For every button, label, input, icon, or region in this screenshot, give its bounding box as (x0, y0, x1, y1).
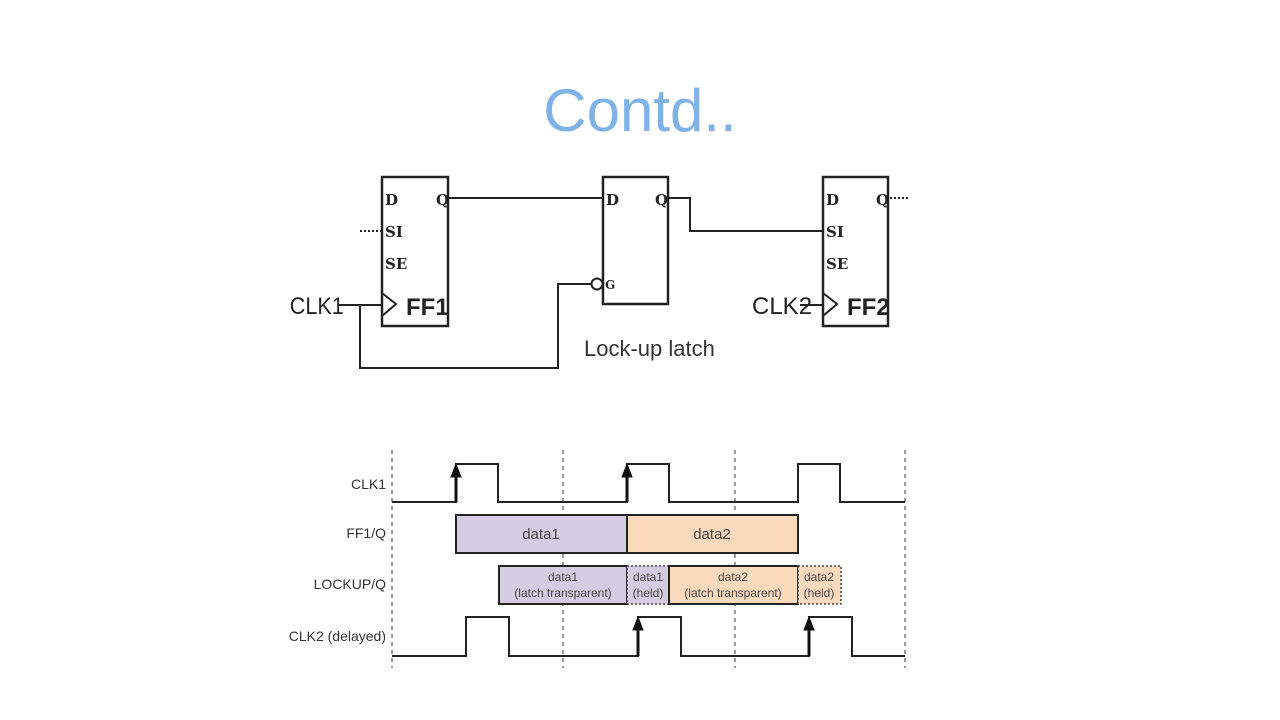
arrowhead-icon (632, 615, 644, 631)
ff2-pin-d: D (826, 191, 839, 209)
clk1-to-latch-g-wire (359, 283, 592, 369)
arrowhead-icon (621, 462, 633, 478)
ff2-block (821, 175, 890, 328)
lockupq-seg4-line2: (held) (804, 586, 835, 600)
ff1-block (380, 175, 450, 328)
ff1q-segment-data2 (626, 514, 799, 554)
latch-pin-g: G (605, 278, 615, 292)
lockupq-seg3-line2: (latch transparent) (684, 586, 781, 600)
clk2-waveform (392, 616, 905, 657)
ff1q-label-data2: data2 (693, 526, 731, 543)
lockupq-seg4-line1: data2 (804, 570, 834, 584)
clk1-rising-edge-arrows (450, 462, 633, 502)
ff2-pin-se: SE (826, 255, 848, 273)
lockup-latch-block (601, 175, 670, 306)
ff1-pin-si: SI (385, 223, 403, 241)
signal-label-ff1q: FF1/Q (346, 525, 386, 541)
ff1-label: FF1 (406, 294, 449, 321)
lockupq-seg3-line1: data2 (718, 570, 748, 584)
ff1-pin-q: Q (436, 191, 449, 209)
ff2-label: FF2 (847, 294, 890, 321)
latch-pin-q: Q (655, 191, 668, 209)
ff1-pin-d: D (385, 191, 398, 209)
clk2-rising-edge-arrows (632, 615, 815, 656)
arrowhead-icon (803, 615, 815, 631)
schematic (338, 175, 910, 369)
lockupq-segment-data2-transparent (668, 565, 799, 605)
ff2-pin-si: SI (826, 223, 844, 241)
slide-title: Contd.. (543, 77, 737, 144)
lockupq-seg2-line2: (held) (633, 586, 664, 600)
arrowhead-icon (450, 462, 462, 478)
clk1-label: CLK1 (290, 292, 344, 319)
lockupq-seg1-line1: data1 (548, 570, 578, 584)
lockupq-segment-data2-held (797, 565, 842, 605)
clk2-label: CLK2 (752, 293, 812, 320)
ff2-pin-q: Q (876, 191, 889, 209)
ff2-clock-triangle-icon (822, 292, 839, 317)
signal-label-clk2: CLK2 (delayed) (289, 628, 386, 644)
lockupq-seg2-line1: data1 (633, 570, 663, 584)
latch-q-to-ff2-si-wire (668, 197, 823, 232)
lockupq-seg1-line2: (latch transparent) (514, 586, 611, 600)
inverter-bubble-icon (590, 277, 604, 291)
latch-pin-d: D (606, 191, 619, 209)
lockup-latch-caption: Lock-up latch (584, 336, 715, 361)
signal-label-lockupq: LOCKUP/Q (314, 576, 386, 592)
ff1-pin-se: SE (385, 255, 407, 273)
ff1-clock-triangle-icon (381, 292, 398, 317)
signal-label-clk1: CLK1 (351, 476, 386, 492)
clk1-waveform (392, 463, 905, 503)
timing-grid (391, 450, 906, 668)
ff1q-label-data1: data1 (522, 526, 560, 543)
